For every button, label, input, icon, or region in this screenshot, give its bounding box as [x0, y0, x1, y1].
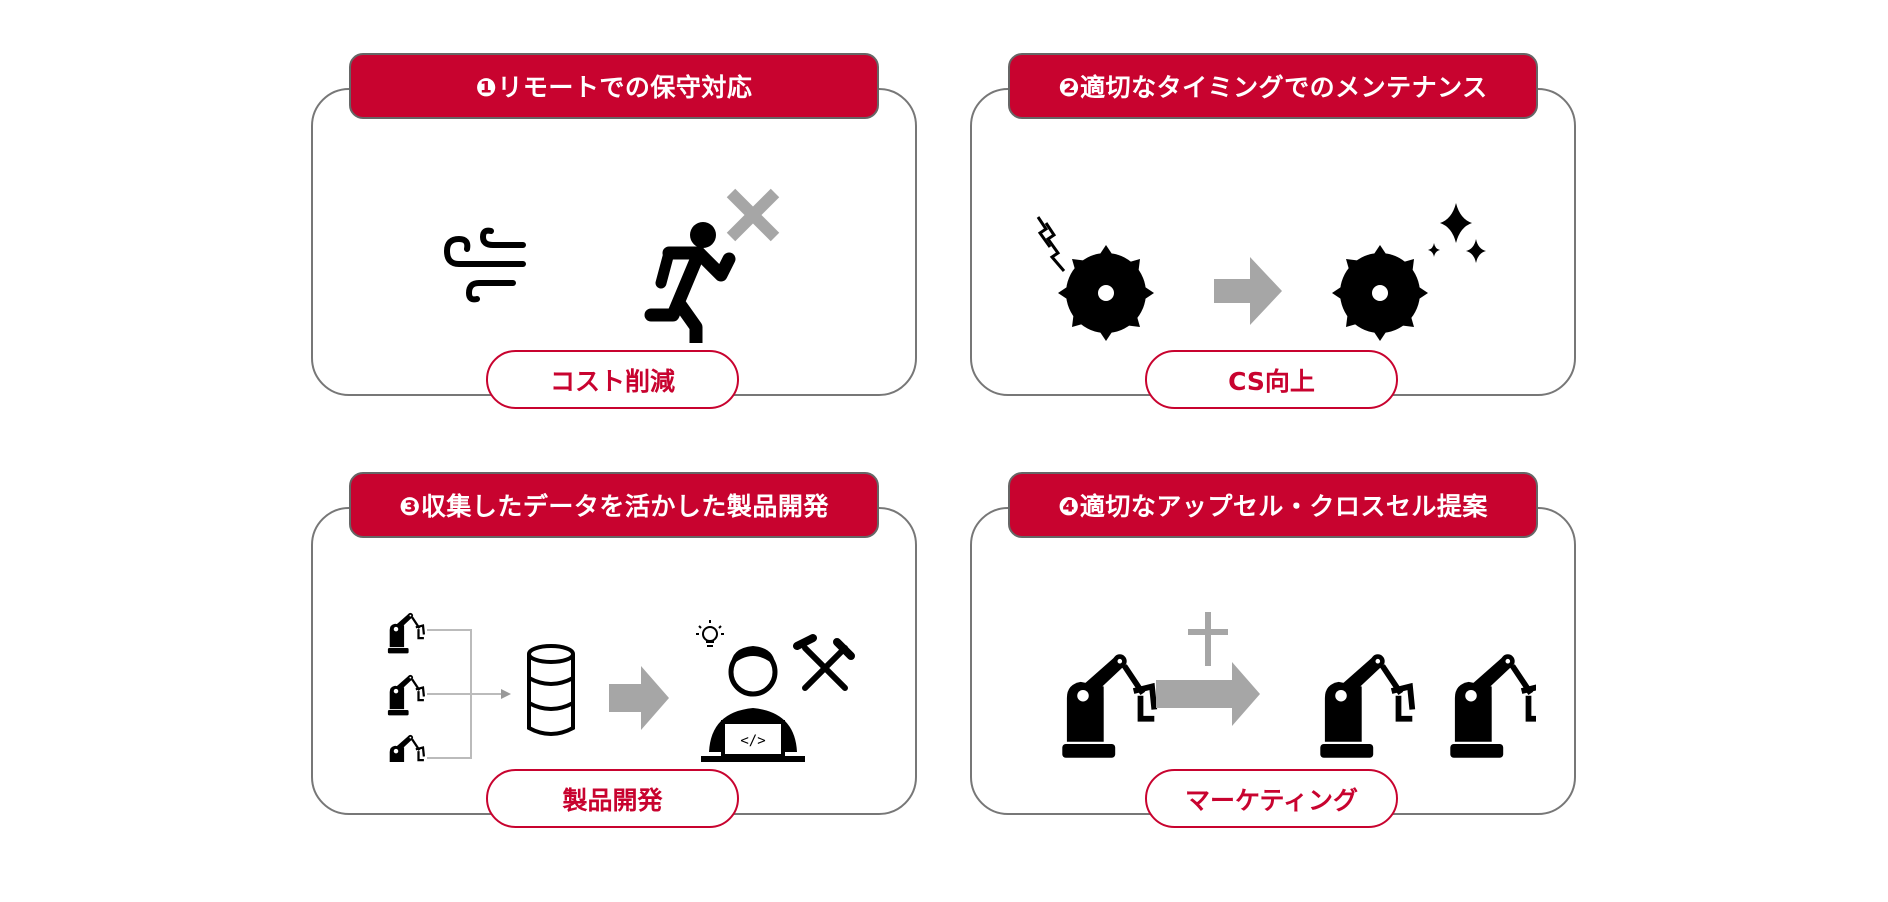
- robot-arm-icon: [1320, 657, 1412, 758]
- card-frame: [970, 88, 1576, 396]
- worn-saw-icon: [1058, 245, 1154, 341]
- svg-text:</>: </>: [740, 733, 765, 749]
- result-badge: マーケティング: [1145, 769, 1398, 828]
- new-saw-icon: [1332, 245, 1428, 341]
- robot-arm-icon: [386, 734, 426, 762]
- card-title: ❹適切なアップセル・クロスセル提案: [1008, 472, 1538, 538]
- tools-icon: [793, 634, 855, 691]
- card-frame: [311, 88, 917, 396]
- saw-blade-illustration: [1036, 203, 1486, 341]
- card-upsell-crosssell: ❹適切なアップセル・クロスセル提案 マーケティング: [970, 472, 1576, 828]
- robot-arm-icon: [386, 612, 426, 655]
- card-title: ❸収集したデータを活かした製品開発: [349, 472, 879, 538]
- data-flow-illustration: </>: [386, 612, 855, 762]
- damage-icon: [1044, 222, 1066, 272]
- robot-arm-icon: [1062, 657, 1154, 758]
- arrow-right-icon: [1156, 662, 1260, 726]
- result-badge: CS向上: [1145, 350, 1398, 409]
- robot-arm-icon: [386, 674, 426, 717]
- cross-icon: [726, 188, 780, 242]
- card-title: ❶リモートでの保守対応: [349, 53, 879, 119]
- developer-icon: </>: [701, 646, 805, 762]
- robot-arm-icon: [1450, 657, 1536, 758]
- arrow-right-icon: [1214, 257, 1282, 325]
- card-title: ❷適切なタイミングでのメンテナンス: [1008, 53, 1538, 119]
- result-badge: コスト削減: [486, 350, 739, 409]
- card-remote-maintenance: ❶リモートでの保守対応 コスト削減: [311, 53, 917, 409]
- running-person-icon: [443, 188, 780, 343]
- robot-expansion-illustration: [1010, 612, 1536, 762]
- card-timely-maintenance: ❷適切なタイミングでのメンテナンス CS向上: [970, 53, 1576, 409]
- plus-icon: [1188, 612, 1228, 666]
- result-badge: 製品開発: [486, 769, 739, 828]
- database-icon: [527, 644, 575, 736]
- card-product-development: ❸収集したデータを活かした製品開発 </> 製品開発: [311, 472, 917, 828]
- lightbulb-icon: [696, 620, 724, 647]
- arrow-right-icon: [609, 666, 669, 730]
- wind-icon: [443, 227, 526, 303]
- sparkle-icon: [1428, 203, 1486, 263]
